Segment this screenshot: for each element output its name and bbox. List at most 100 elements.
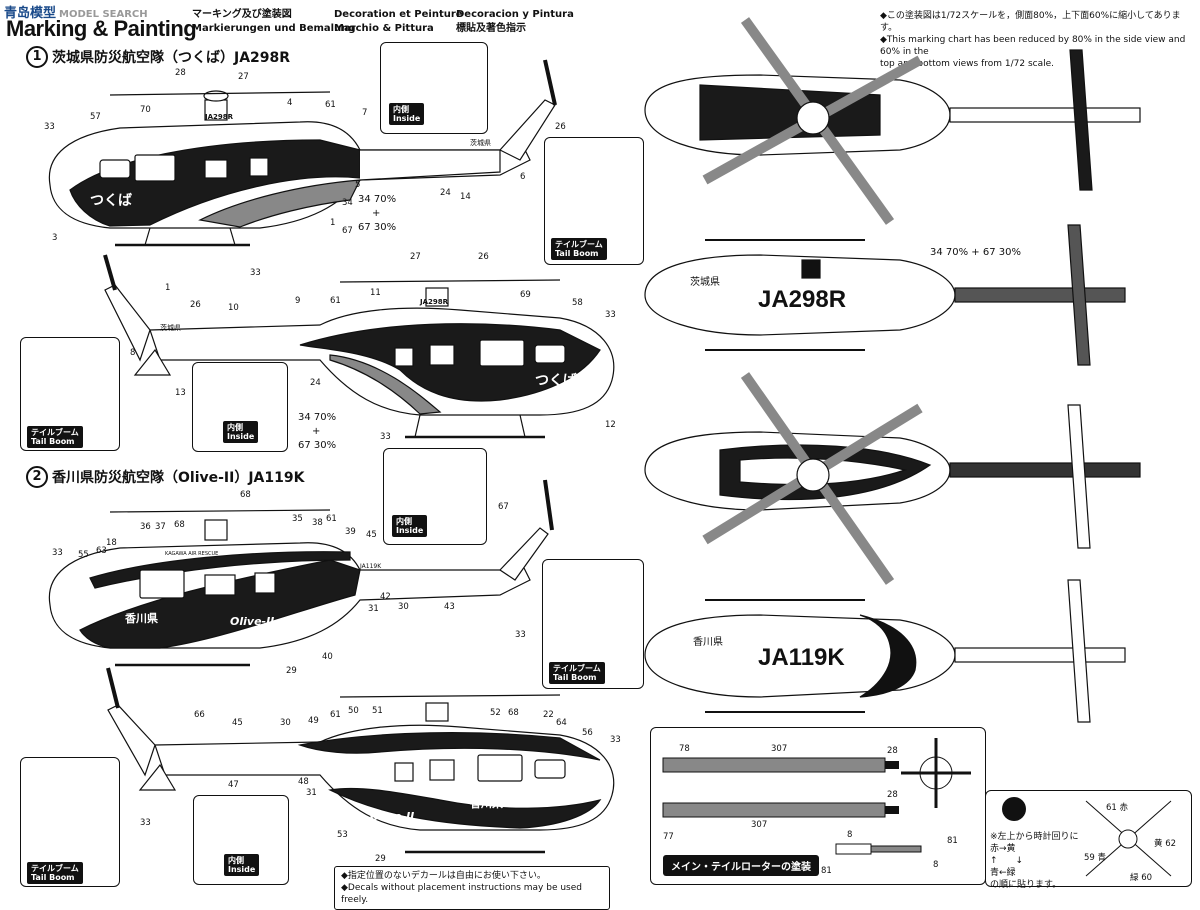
- rotor-blades-drawing: [662, 738, 971, 855]
- s2-side-kagawa-text: 香川県: [124, 611, 158, 625]
- s2-top-view: [644, 372, 1141, 585]
- s1-mix2-a: 34 70%: [298, 412, 337, 423]
- callout-number: 22: [543, 710, 554, 720]
- callout-number: 55: [78, 550, 89, 560]
- callout-number: 31: [306, 788, 317, 798]
- s1-side2-tsukuba-text: つくば: [535, 373, 577, 389]
- callout-number: 42: [380, 592, 391, 602]
- callout-number: 10: [228, 303, 239, 313]
- decal-free-use-note: ◆指定位置のないデカールは自由にお使い下さい。 ◆Decals without …: [334, 866, 610, 910]
- callout-number: 33: [44, 122, 55, 132]
- callout-number: 27: [410, 252, 421, 262]
- callout-number: 50: [348, 706, 359, 716]
- callout-61-red: 61 赤: [1106, 803, 1129, 813]
- s1-mix2-b: 67 30%: [298, 440, 337, 451]
- callout-number: 27: [238, 72, 249, 82]
- callout-8a: 8: [847, 830, 853, 840]
- callout-number: 66: [194, 710, 205, 720]
- callout-number: 3: [52, 233, 58, 243]
- callout-8b: 8: [933, 860, 939, 870]
- callout-number: 61: [326, 514, 337, 524]
- callout-number: 31: [368, 604, 379, 614]
- page-title: Marking & Painting: [6, 16, 197, 41]
- s2-side2-kagawa-text: 香川県: [469, 796, 503, 810]
- s1-top-view: [644, 17, 1141, 225]
- decal-order-drawing: [1002, 797, 1172, 877]
- callout-number: 30: [280, 718, 291, 728]
- callout-number: 43: [444, 602, 455, 612]
- callout-number: 24: [440, 188, 451, 198]
- callout-number: 29: [286, 666, 297, 676]
- callout-number: 33: [380, 432, 391, 442]
- callout-78: 78: [679, 744, 690, 754]
- rotor-panel-title: メイン・テイルローターの塗装: [663, 855, 819, 876]
- callout-number: 34: [342, 198, 353, 208]
- callout-number: 67: [498, 502, 509, 512]
- s1-side2-reg: JA298R: [419, 298, 449, 306]
- callout-number: 45: [366, 530, 377, 540]
- decal-order-note: ※左上から時計回りに 赤→黄 ↑ ↓ 青←緑 の順に貼ります。: [990, 832, 1079, 890]
- callout-number: 14: [460, 192, 471, 202]
- s1-side-right-helicopter: [103, 254, 615, 439]
- s2-bottom-reg: JA119K: [758, 644, 845, 671]
- callout-number: 61: [325, 100, 336, 110]
- callout-number: 68: [174, 520, 185, 530]
- callout-number: 52: [490, 708, 501, 718]
- callout-number: 6: [520, 172, 526, 182]
- callout-number: 36: [140, 522, 151, 532]
- callout-number: 53: [337, 830, 348, 840]
- callout-number: 33: [515, 630, 526, 640]
- callout-28a: 28: [887, 746, 898, 756]
- callout-81b: 81: [947, 836, 958, 846]
- callout-number: 26: [555, 122, 566, 132]
- callout-number: 37: [155, 522, 166, 532]
- callout-number: 56: [582, 728, 593, 738]
- callout-number: 68: [240, 490, 251, 500]
- callout-number: 67: [342, 226, 353, 236]
- callout-62-yellow: 黄 62: [1154, 839, 1177, 849]
- callout-number: 33: [140, 818, 151, 828]
- callout-number: 39: [345, 527, 356, 537]
- callout-number: 26: [190, 300, 201, 310]
- callout-number: 58: [572, 298, 583, 308]
- callout-number: 18: [106, 538, 117, 548]
- callout-number: 33: [605, 310, 616, 320]
- s1-side-reg: JA298R: [204, 113, 234, 121]
- s2-side-left-helicopter: [48, 479, 554, 667]
- s1-bottom-reg: JA298R: [758, 286, 846, 313]
- s1-mix-plus: +: [372, 208, 381, 219]
- callout-number: 24: [310, 378, 321, 388]
- callout-number: 29: [375, 854, 386, 864]
- callout-number: 61: [330, 710, 341, 720]
- rotor-painting-panel: 78 307 28 77 307 28 8 81 81 8 メイン・テイルロータ…: [650, 727, 986, 885]
- s1-bottom-view: [644, 224, 1126, 366]
- callout-number: 28: [175, 68, 186, 78]
- callout-number: 12: [605, 420, 616, 430]
- callout-28b: 28: [887, 790, 898, 800]
- s1-side2-ibaraki-text: 茨城県: [160, 323, 181, 332]
- decal-order-panel: ※左上から時計回りに 赤→黄 ↑ ↓ 青←緑 の順に貼ります。 61 赤 黄 6…: [985, 790, 1192, 890]
- callout-number: 47: [228, 780, 239, 790]
- callout-number: 26: [478, 252, 489, 262]
- s1-mix2-plus: +: [312, 426, 321, 437]
- s1-side-ibaraki-text: 茨城県: [470, 138, 491, 147]
- callout-number: 38: [312, 518, 323, 528]
- callout-number: 61: [330, 296, 341, 306]
- callout-59-blue: 59 青: [1084, 853, 1107, 863]
- section2-title: 2 香川県防災航空隊（Olive-II）JA119K: [26, 466, 304, 488]
- s1-side-left-helicopter: [48, 59, 557, 247]
